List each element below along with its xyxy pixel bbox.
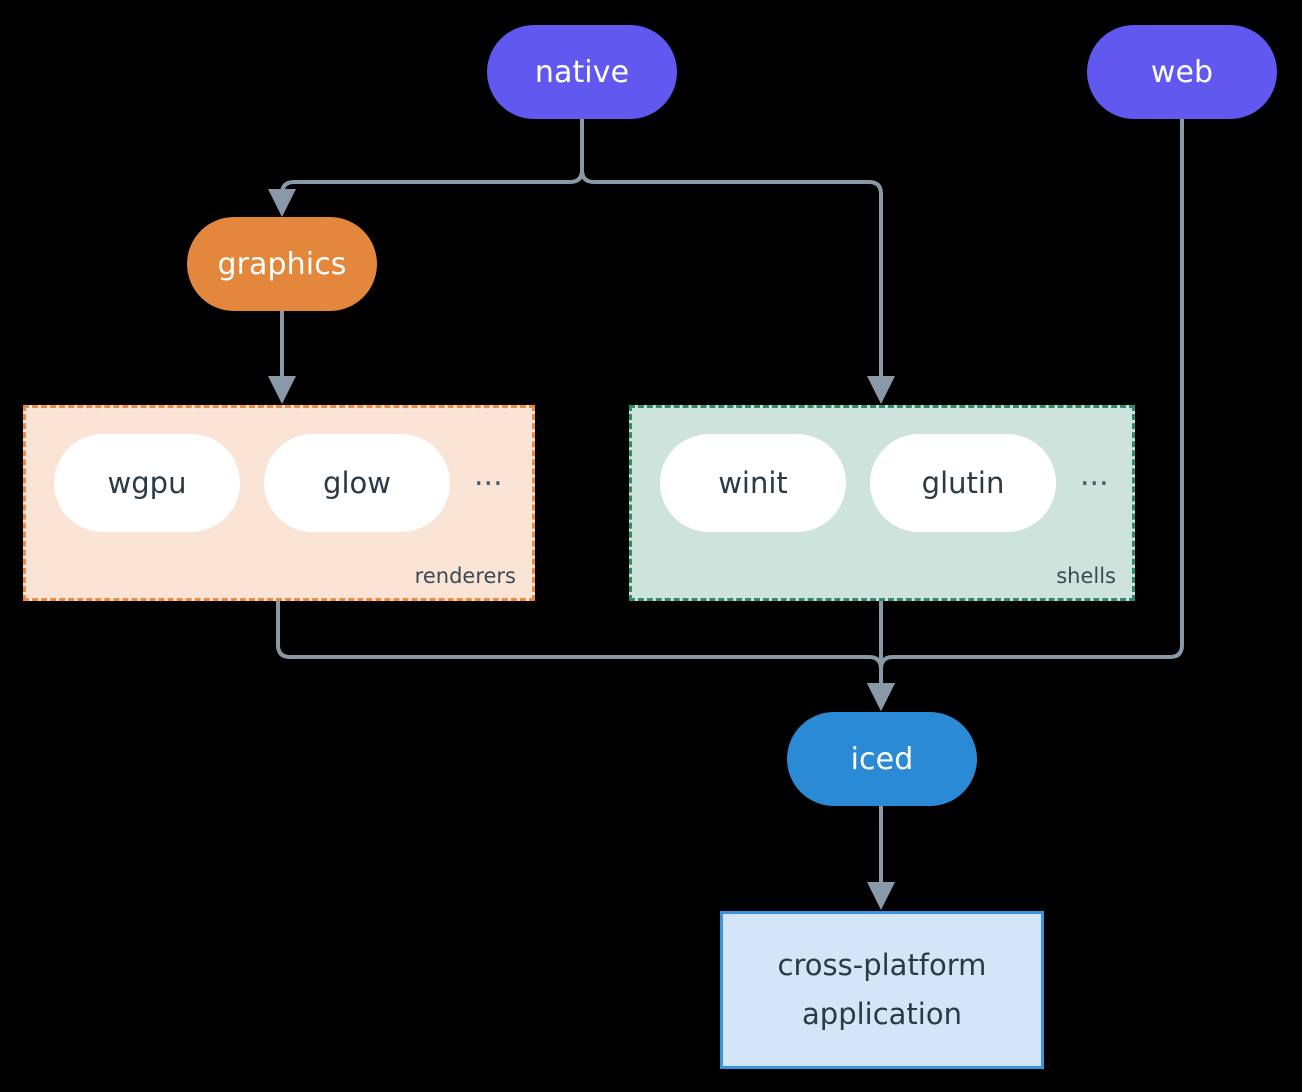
chip-glow[interactable]: glow — [264, 434, 450, 532]
node-graphics[interactable]: graphics — [187, 217, 377, 311]
group-renderers-label: renderers — [414, 564, 516, 588]
node-application-label-line1: cross-platform — [777, 947, 987, 982]
node-web[interactable]: web — [1087, 25, 1277, 119]
node-native[interactable]: native — [487, 25, 677, 119]
node-application-label-line2: application — [802, 997, 962, 1031]
chip-winit-label: winit — [718, 466, 788, 500]
renderers-more-ellipsis: ... — [474, 458, 503, 493]
group-shells-items: winit glutin ... — [632, 434, 1132, 532]
edge-renderers-to-iced — [276, 601, 895, 711]
chip-glow-label: glow — [323, 466, 391, 500]
chip-winit[interactable]: winit — [660, 434, 846, 532]
node-iced-label: iced — [850, 741, 914, 777]
node-web-label: web — [1150, 54, 1214, 90]
chip-glutin-label: glutin — [921, 466, 1005, 500]
node-application[interactable]: cross-platform application — [720, 911, 1044, 1069]
chip-wgpu[interactable]: wgpu — [54, 434, 240, 532]
edge-native-to-graphics — [268, 119, 584, 217]
chip-glutin[interactable]: glutin — [870, 434, 1056, 532]
group-shells-label: shells — [1056, 564, 1116, 588]
edge-native-to-shells — [580, 119, 895, 404]
node-graphics-label: graphics — [217, 246, 347, 282]
group-shells[interactable]: winit glutin ... shells — [629, 405, 1135, 601]
node-iced[interactable]: iced — [787, 712, 977, 806]
node-native-label: native — [534, 54, 630, 90]
group-renderers-items: wgpu glow ... — [26, 434, 532, 532]
shells-more-ellipsis: ... — [1080, 458, 1109, 493]
group-renderers[interactable]: wgpu glow ... renderers — [23, 405, 535, 601]
chip-wgpu-label: wgpu — [107, 466, 187, 500]
